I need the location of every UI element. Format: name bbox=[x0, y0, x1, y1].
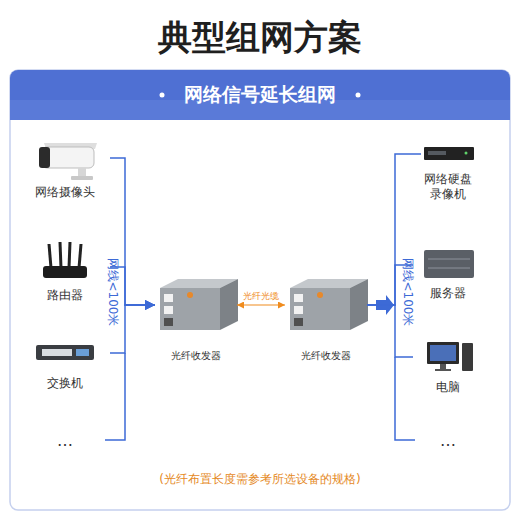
logo-dot bbox=[187, 292, 193, 298]
node-label: 服务器 bbox=[430, 286, 466, 301]
band-top bbox=[10, 70, 510, 120]
node-label: 路由器 bbox=[47, 288, 83, 303]
router-antenna bbox=[49, 244, 51, 268]
node-label: 光纤收发器 bbox=[301, 350, 351, 363]
pc-base bbox=[435, 369, 451, 371]
device-box: 网络硬盘录像机 bbox=[421, 140, 475, 202]
device-box: 网络摄像头 bbox=[20, 135, 110, 200]
router-body bbox=[43, 266, 87, 278]
server-stripe bbox=[428, 259, 470, 260]
band-dot bbox=[356, 93, 361, 98]
node-label: 网络摄像头 bbox=[35, 185, 95, 200]
fiber-port bbox=[294, 306, 303, 314]
cable-length-note: 网线<100米 bbox=[104, 258, 121, 327]
switch-panel bbox=[76, 349, 89, 356]
switch-icon bbox=[36, 345, 94, 360]
server-stripe bbox=[428, 268, 470, 269]
rj45-port bbox=[164, 318, 173, 326]
pc-tower bbox=[462, 343, 473, 371]
converter-side bbox=[220, 279, 238, 330]
node-label: 网络信号延长组网 bbox=[184, 83, 336, 107]
nvr-panel bbox=[428, 151, 446, 155]
bracket-extension bbox=[105, 353, 415, 440]
nvr-light bbox=[465, 152, 468, 155]
pc-screen bbox=[430, 345, 456, 361]
flow-arrow bbox=[376, 295, 394, 315]
node-label: 光纤收发器 bbox=[171, 350, 221, 363]
device-box: 路由器 bbox=[20, 235, 110, 303]
server-icon bbox=[424, 250, 474, 278]
camera-lens bbox=[39, 147, 50, 168]
band-dot bbox=[160, 93, 165, 98]
fiber-port bbox=[164, 294, 173, 302]
title: 典型组网方案 bbox=[158, 15, 362, 61]
device-box: 服务器 bbox=[413, 243, 483, 301]
switch-ports bbox=[42, 349, 72, 356]
router-antenna bbox=[69, 242, 70, 268]
converter-side bbox=[350, 279, 368, 330]
pc-monitor bbox=[427, 342, 459, 364]
section-band: 网络信号延长组网 bbox=[10, 70, 510, 120]
bracket-line bbox=[395, 357, 415, 440]
connector bbox=[237, 304, 285, 305]
converter-box: 光纤收发器 bbox=[155, 272, 237, 362]
router-icon bbox=[43, 242, 87, 278]
camera-mount bbox=[78, 168, 86, 176]
camera-base bbox=[71, 176, 93, 180]
caption-note: (光纤布置长度需参考所选设备的规格) bbox=[159, 471, 360, 488]
node-label: 网络硬盘录像机 bbox=[421, 172, 475, 202]
bracket-line bbox=[105, 353, 125, 440]
card bbox=[10, 70, 510, 510]
edge-label: 光纤光缆 bbox=[243, 290, 279, 303]
camera-icon bbox=[39, 143, 97, 180]
nvr-body bbox=[424, 147, 474, 160]
rj45-port bbox=[294, 318, 303, 326]
switch-body bbox=[36, 345, 94, 360]
router-antenna bbox=[79, 244, 81, 268]
device-box: 交换机 bbox=[20, 335, 110, 391]
node-label: 交换机 bbox=[47, 376, 83, 391]
pc-icon bbox=[427, 342, 473, 371]
converter-front bbox=[290, 288, 350, 330]
fiber-port bbox=[294, 294, 303, 302]
logo-dot bbox=[317, 292, 323, 298]
device-box: 电脑 bbox=[413, 335, 483, 395]
node-label: 电脑 bbox=[436, 380, 460, 395]
server-body bbox=[424, 250, 474, 278]
pc-stand bbox=[440, 364, 446, 369]
ellipsis: … bbox=[440, 431, 456, 450]
ellipsis: … bbox=[57, 431, 73, 450]
converter-icon bbox=[290, 279, 368, 330]
converter-icon bbox=[160, 279, 238, 330]
nvr-icon bbox=[424, 147, 474, 160]
router-antenna bbox=[60, 242, 61, 268]
converter-front bbox=[160, 288, 220, 330]
cable-length-note: 网线<100米 bbox=[399, 258, 416, 327]
fiber-port bbox=[164, 306, 173, 314]
converter-box: 光纤收发器 bbox=[285, 272, 367, 362]
